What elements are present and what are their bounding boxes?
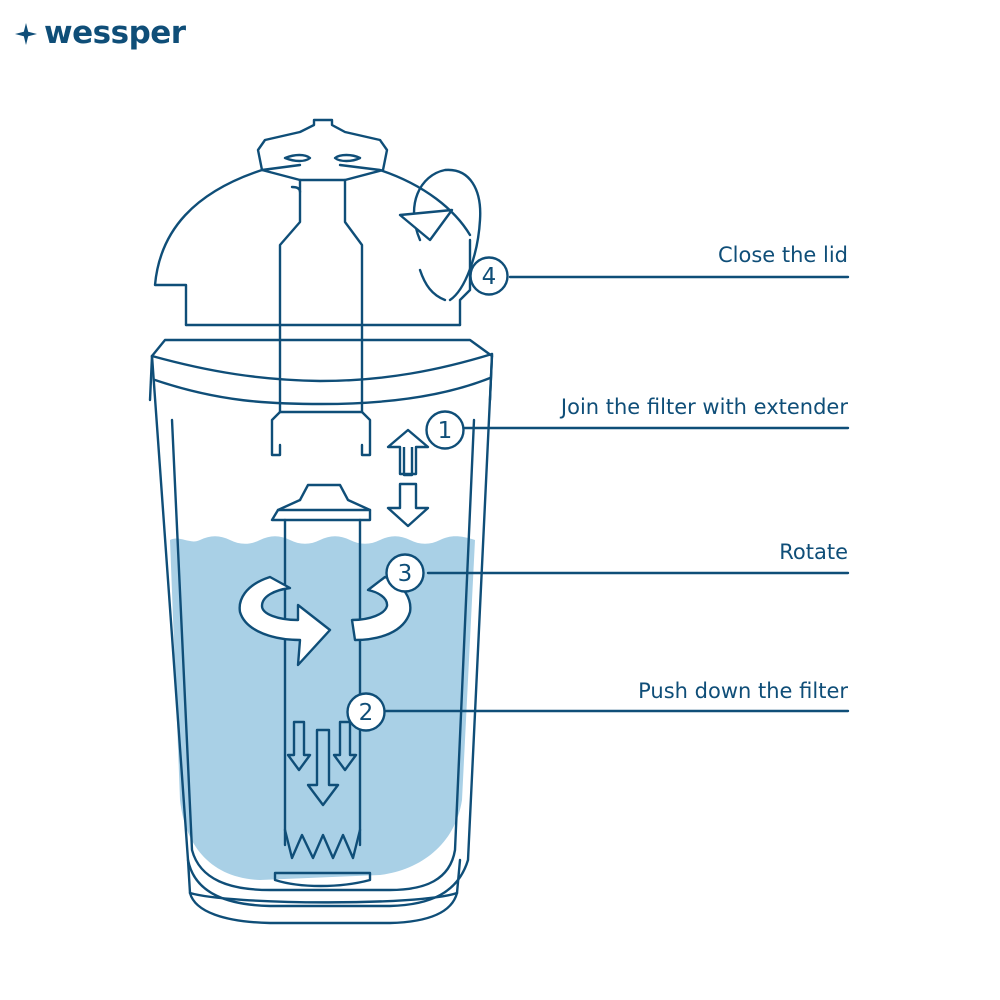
step-label-close-lid: Close the lid <box>717 243 848 267</box>
pitcher-body <box>148 338 494 925</box>
push-down-arrows-icon <box>286 720 358 807</box>
step-label-push: Push down the filter <box>638 679 848 703</box>
step-number-4: 4 <box>482 264 497 290</box>
step-badge-4: 4 <box>469 256 509 296</box>
brand-name: wessper <box>44 15 186 51</box>
step-number-2: 2 <box>359 700 374 726</box>
join-arrows-icon <box>386 428 430 528</box>
close-lid-arrow-icon <box>398 168 482 302</box>
step-label-rotate: Rotate <box>779 540 848 564</box>
brand-logo: wessper <box>14 18 186 49</box>
step-label-join: Join the filter with extender <box>560 395 848 419</box>
filter-cartridge <box>270 483 372 888</box>
sparkle-icon <box>15 22 37 45</box>
step-badge-3: 3 <box>385 553 425 593</box>
pitcher-lid <box>153 118 472 327</box>
step-badge-2: 2 <box>346 692 386 732</box>
rotate-arrows-icon <box>238 575 412 667</box>
water-fill <box>170 536 475 880</box>
filter-extender <box>270 178 372 457</box>
step-badge-1: 1 <box>425 410 465 450</box>
step-number-3: 3 <box>398 561 413 587</box>
step-number-1: 1 <box>438 418 453 444</box>
